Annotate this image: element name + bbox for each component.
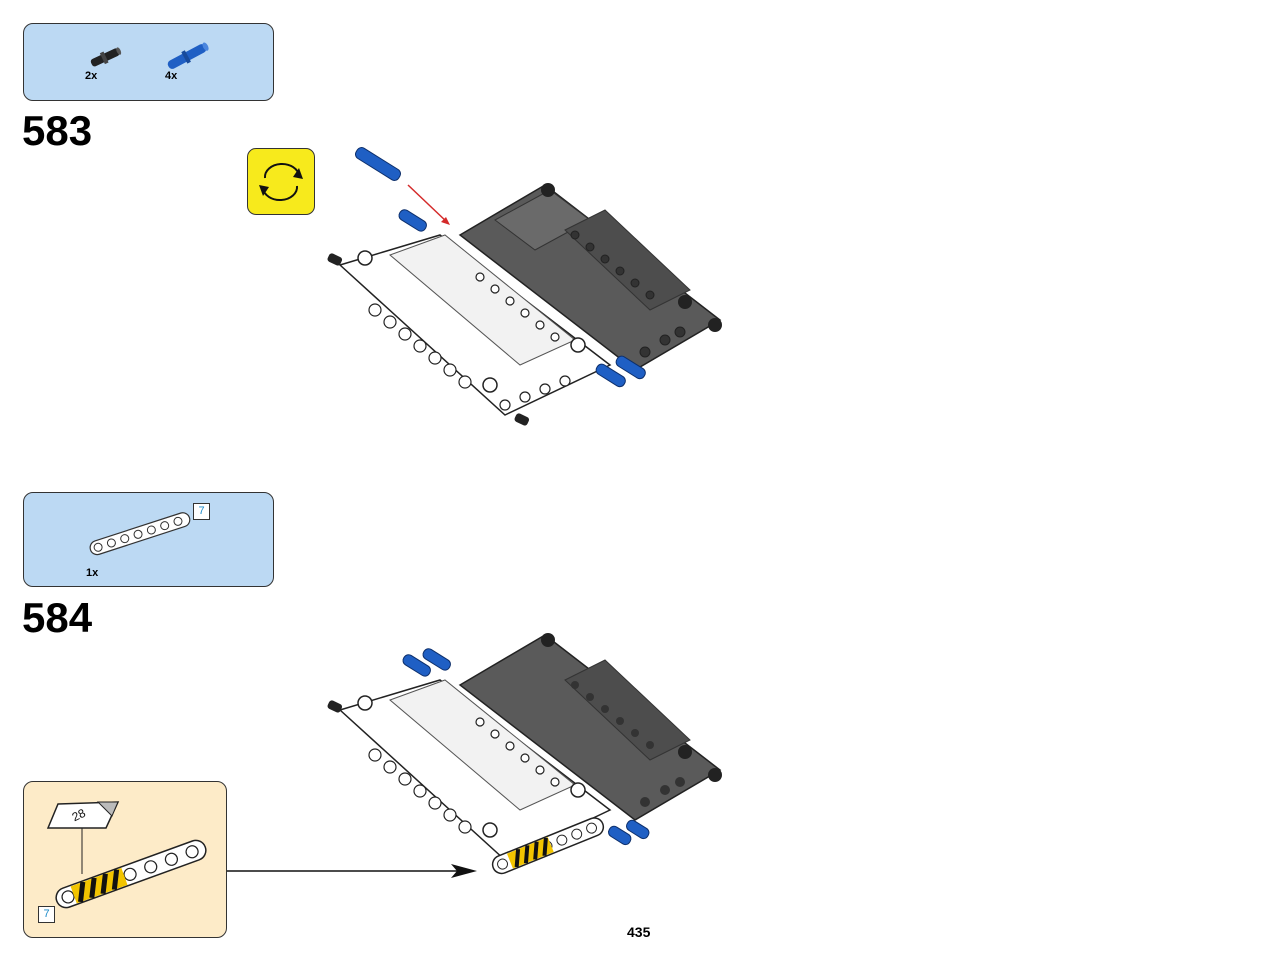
part-qty-black-pin: 2x: [85, 70, 98, 82]
parts-callout-584: 7 1x: [23, 492, 274, 587]
assembly-model-583: [327, 147, 722, 426]
beam-length-badge: 7: [193, 503, 210, 520]
dark-beam-frame: [458, 183, 722, 371]
step-number-583: 583: [22, 107, 93, 154]
blue-pins-inserted: [398, 209, 646, 388]
incoming-blue-pin: [355, 147, 450, 225]
white-beam-7-icon: [89, 512, 191, 556]
part-qty-blue-pin: 4x: [165, 70, 178, 82]
part-qty-white-beam: 1x: [86, 567, 99, 579]
blue-pins-top: [402, 648, 451, 677]
white-beam-with-sticker-icon: [55, 839, 207, 909]
sticker-sheet-icon: [46, 801, 120, 829]
sticker-subassembly-callout: 28 7: [23, 781, 227, 938]
sticker-pointer-line: [81, 828, 83, 874]
step-number-584: 584: [22, 594, 93, 641]
page-number: 435: [627, 924, 651, 940]
blue-long-pin-icon: [167, 42, 209, 69]
black-friction-pin-icon: [90, 47, 122, 67]
white-beam-frame: [327, 234, 612, 426]
subassembly-pointer-arrow: [227, 864, 477, 878]
dark-beam-frame: [458, 633, 722, 821]
parts-callout-583: 2x 4x: [23, 23, 274, 101]
blue-pins-bottom: [608, 819, 650, 846]
new-white-beam-with-sticker: [491, 817, 605, 875]
rotate-model-icon: [247, 148, 315, 215]
sticker-beam-length-badge: 7: [38, 906, 55, 923]
assembly-model-584: [327, 633, 722, 875]
white-beam-frame: [327, 679, 612, 861]
